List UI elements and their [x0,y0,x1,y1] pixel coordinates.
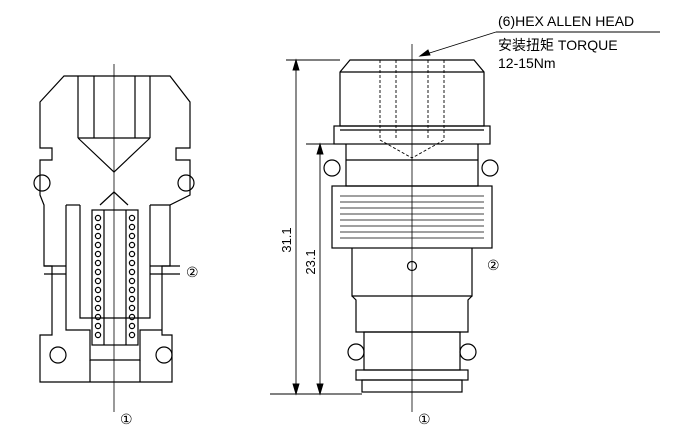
torque-label: 安装扭矩 TORQUE [498,37,618,53]
spring-coils [94,214,136,339]
spring-chamber [91,209,139,346]
ext-o-ring-upper-left [323,159,341,177]
o-ring-upper-right [177,174,195,192]
exterior-view [323,44,499,412]
ext-o-ring-lower-left [347,343,365,361]
section-view [33,64,195,412]
exterior-port-1-label: ① [418,411,431,427]
exterior-port-2-label: ② [487,257,500,273]
ext-o-ring-lower-right [459,343,477,361]
allen-socket-hidden [379,60,445,159]
body-length-dimension: 23.1 [303,249,318,274]
section-port-2-label: ② [186,264,199,280]
head-callout-leader [418,31,660,57]
o-ring-upper-left [33,174,51,192]
overall-length-dimension: 31.1 [279,227,294,252]
ext-o-ring-upper-right [481,159,499,177]
hex-head-spec: (6)HEX ALLEN HEAD [498,13,634,29]
section-head-outline [39,75,191,383]
o-ring-lower-left [49,346,67,364]
section-port-1-label: ① [120,411,133,427]
o-ring-lower-right [155,346,173,364]
dimension-lines [270,58,362,396]
torque-value: 12-15Nm [498,55,556,71]
